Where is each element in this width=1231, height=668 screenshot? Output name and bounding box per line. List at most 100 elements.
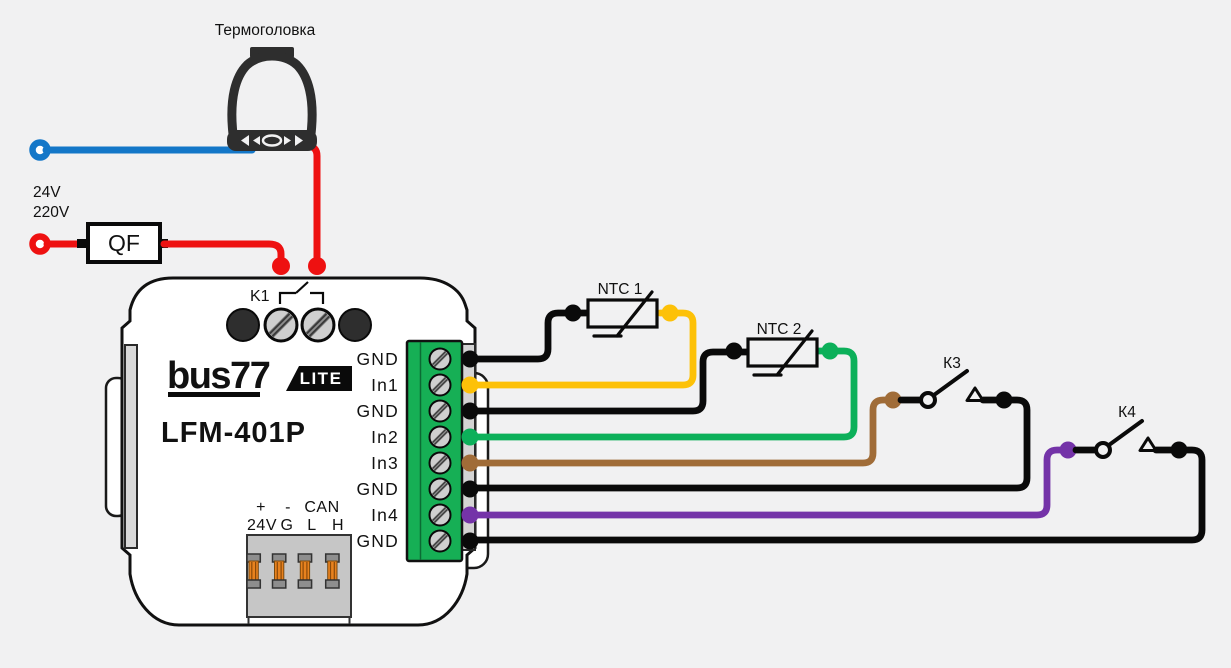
relay-screw-terminal-1 [265, 309, 297, 341]
io-screw-2 [430, 375, 451, 396]
breaker-stub-left [77, 239, 89, 248]
io-terminal-housing [405, 339, 464, 563]
dot-gnd-1 [461, 350, 479, 368]
supply-circuit: 24V 220V QF [29, 184, 290, 275]
k4-right-dot [1170, 441, 1188, 459]
ntc2-thermistor-stroke [752, 329, 814, 377]
ntc2-body [746, 337, 819, 368]
ntc1-right-dot [661, 304, 679, 322]
ntc1-body [586, 298, 659, 329]
terminal-label-gnd-2: GND [357, 401, 400, 421]
device-body [120, 276, 477, 627]
red-wire-thermal-head [286, 142, 321, 261]
k3-lever [932, 369, 969, 397]
dot-in4 [461, 506, 479, 524]
relay-hole-right [338, 308, 372, 342]
wire-ntc1-to-in1 [466, 309, 697, 389]
k3-pivot [919, 391, 937, 409]
dot-gnd-3 [461, 480, 479, 498]
relay-hole-left [226, 308, 260, 342]
ntc1-thermistor-stroke [592, 290, 654, 338]
wire-ntc2-to-in2 [466, 347, 858, 441]
dot-in2 [461, 428, 479, 446]
power-label-plus: + [256, 499, 266, 516]
io-screw-6 [430, 479, 451, 500]
red-wire-endpoint [308, 257, 326, 275]
device-left-rail [124, 344, 138, 549]
brand-underline [168, 392, 260, 397]
terminal-label-gnd-3: GND [357, 479, 400, 499]
voltage-220v-label: 220V [33, 204, 70, 221]
thermal-head-label: Термоголовка [215, 22, 316, 39]
k4-left-dot [1059, 441, 1077, 459]
can-label: CAN [304, 499, 339, 516]
relay-screw-terminal-2 [302, 309, 334, 341]
switch-k4: К4 [1059, 404, 1188, 459]
red-wire-endpoint-2 [272, 257, 290, 275]
io-wiring [466, 309, 1206, 544]
ntc1-label: NTC 1 [598, 281, 643, 298]
ntc2-label: NTC 2 [757, 321, 802, 338]
k3-left-dot [884, 391, 902, 409]
breaker-box [86, 222, 162, 264]
io-screw-4 [430, 427, 451, 448]
io-screw-1 [430, 349, 451, 370]
k4-contact-triangle [1138, 436, 1158, 452]
thermal-head-base [227, 130, 317, 151]
io-screw-3 [430, 401, 451, 422]
power-can-block: + - CAN 24V G L H [246, 499, 352, 624]
wire-gnd-to-ntc1 [466, 309, 596, 363]
ntc2-right-dot [821, 342, 839, 360]
wire-gnd-to-ntc2 [466, 348, 756, 415]
dot-in3 [461, 454, 479, 472]
wire-in4-to-k4 [466, 446, 1070, 519]
dot-gnd-4 [461, 532, 479, 550]
thermal-head-bell [227, 51, 317, 135]
relay-contact-symbol [278, 281, 325, 304]
terminal-label-in1: In1 [371, 375, 399, 395]
device-model: LFM-401P [161, 417, 306, 449]
power-can-tab-lines [247, 617, 351, 624]
terminal-label-in2: In2 [371, 427, 399, 447]
switch-k3: К3 [884, 355, 1013, 409]
terminal-dots [461, 350, 479, 550]
power-can-terminals [246, 553, 340, 589]
wire-in3-to-k3 [466, 396, 897, 467]
ntc1-sensor: NTC 1 [564, 281, 679, 338]
power-label-24v: 24V [247, 517, 277, 534]
io-screw-7 [430, 505, 451, 526]
wire-k4-to-gnd [466, 446, 1206, 544]
k3-right-dot [995, 391, 1013, 409]
thermal-head-base-pattern [241, 134, 303, 147]
relay-label: K1 [250, 288, 270, 305]
brand-badge: LITE [300, 369, 343, 388]
terminal-label-gnd-4: GND [357, 531, 400, 551]
k4-lever [1107, 419, 1144, 447]
terminal-label-in4: In4 [371, 505, 399, 525]
breaker-label: QF [108, 230, 140, 256]
ntc1-left-dot [564, 304, 582, 322]
brand-logo: bus77 [167, 355, 270, 397]
brand-badge-flag [286, 366, 352, 391]
power-label-g: G [281, 517, 294, 534]
thermal-head-symbol [227, 47, 317, 151]
red-wire-supply-right [160, 240, 285, 261]
thermal-head-circuit: Термоголовка [29, 22, 326, 275]
can-label-l: L [307, 517, 316, 534]
k4-label: К4 [1118, 404, 1136, 421]
k3-label: К3 [943, 355, 961, 372]
device: K1 bus77 LITE LFM-401P + - CAN 24V G [104, 276, 490, 627]
terminal-label-in3: In3 [371, 453, 399, 473]
power-label-minus: - [285, 499, 291, 516]
k3-contact-triangle [965, 386, 985, 402]
io-screw-8 [430, 531, 451, 552]
wire-k3-to-gnd [466, 396, 1031, 492]
can-label-h: H [332, 517, 344, 534]
io-screw-5 [430, 453, 451, 474]
io-terminal-block [405, 339, 464, 563]
dot-in1 [461, 376, 479, 394]
ntc2-left-dot [725, 342, 743, 360]
voltage-24v-label: 24V [33, 184, 61, 201]
k4-pivot [1094, 441, 1112, 459]
